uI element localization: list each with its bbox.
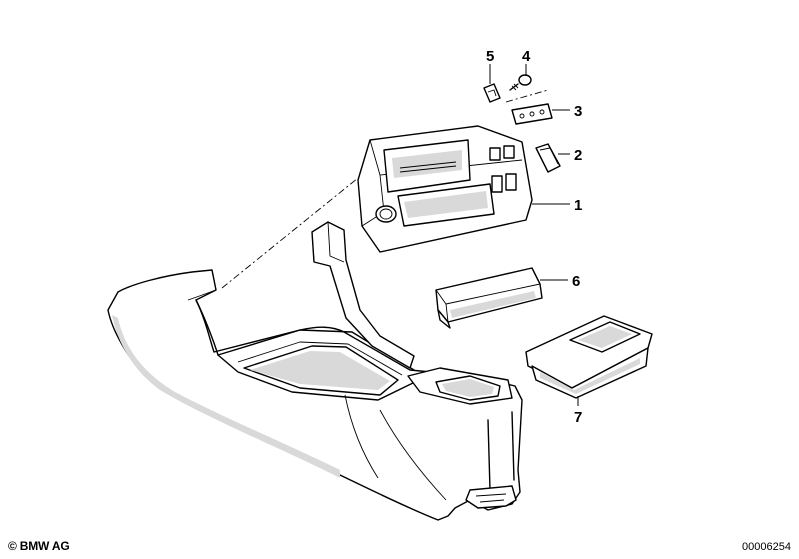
part-label-6: 6 [572, 273, 580, 290]
part-7-tray [525, 315, 653, 399]
part-label-3: 3 [574, 103, 582, 120]
part-4-screw [509, 74, 532, 91]
part-5-clip [483, 83, 501, 103]
part-label-4: 4 [522, 48, 531, 65]
part-3-bracket [505, 89, 553, 125]
part-label-7: 7 [574, 409, 582, 426]
part-labels: 1 2 3 4 5 6 7 [486, 48, 582, 426]
center-console [107, 221, 523, 521]
leader-lines [489, 64, 579, 406]
assembly-line [221, 177, 359, 289]
part-label-1: 1 [574, 197, 582, 214]
part-1-panel [357, 125, 533, 253]
copyright-text: © BMW AG [8, 539, 70, 553]
part-label-5: 5 [486, 48, 494, 65]
document-number: 00006254 [742, 541, 791, 553]
part-label-2: 2 [574, 147, 582, 164]
part-6-insert [435, 267, 543, 329]
part-2-cap [535, 143, 561, 173]
